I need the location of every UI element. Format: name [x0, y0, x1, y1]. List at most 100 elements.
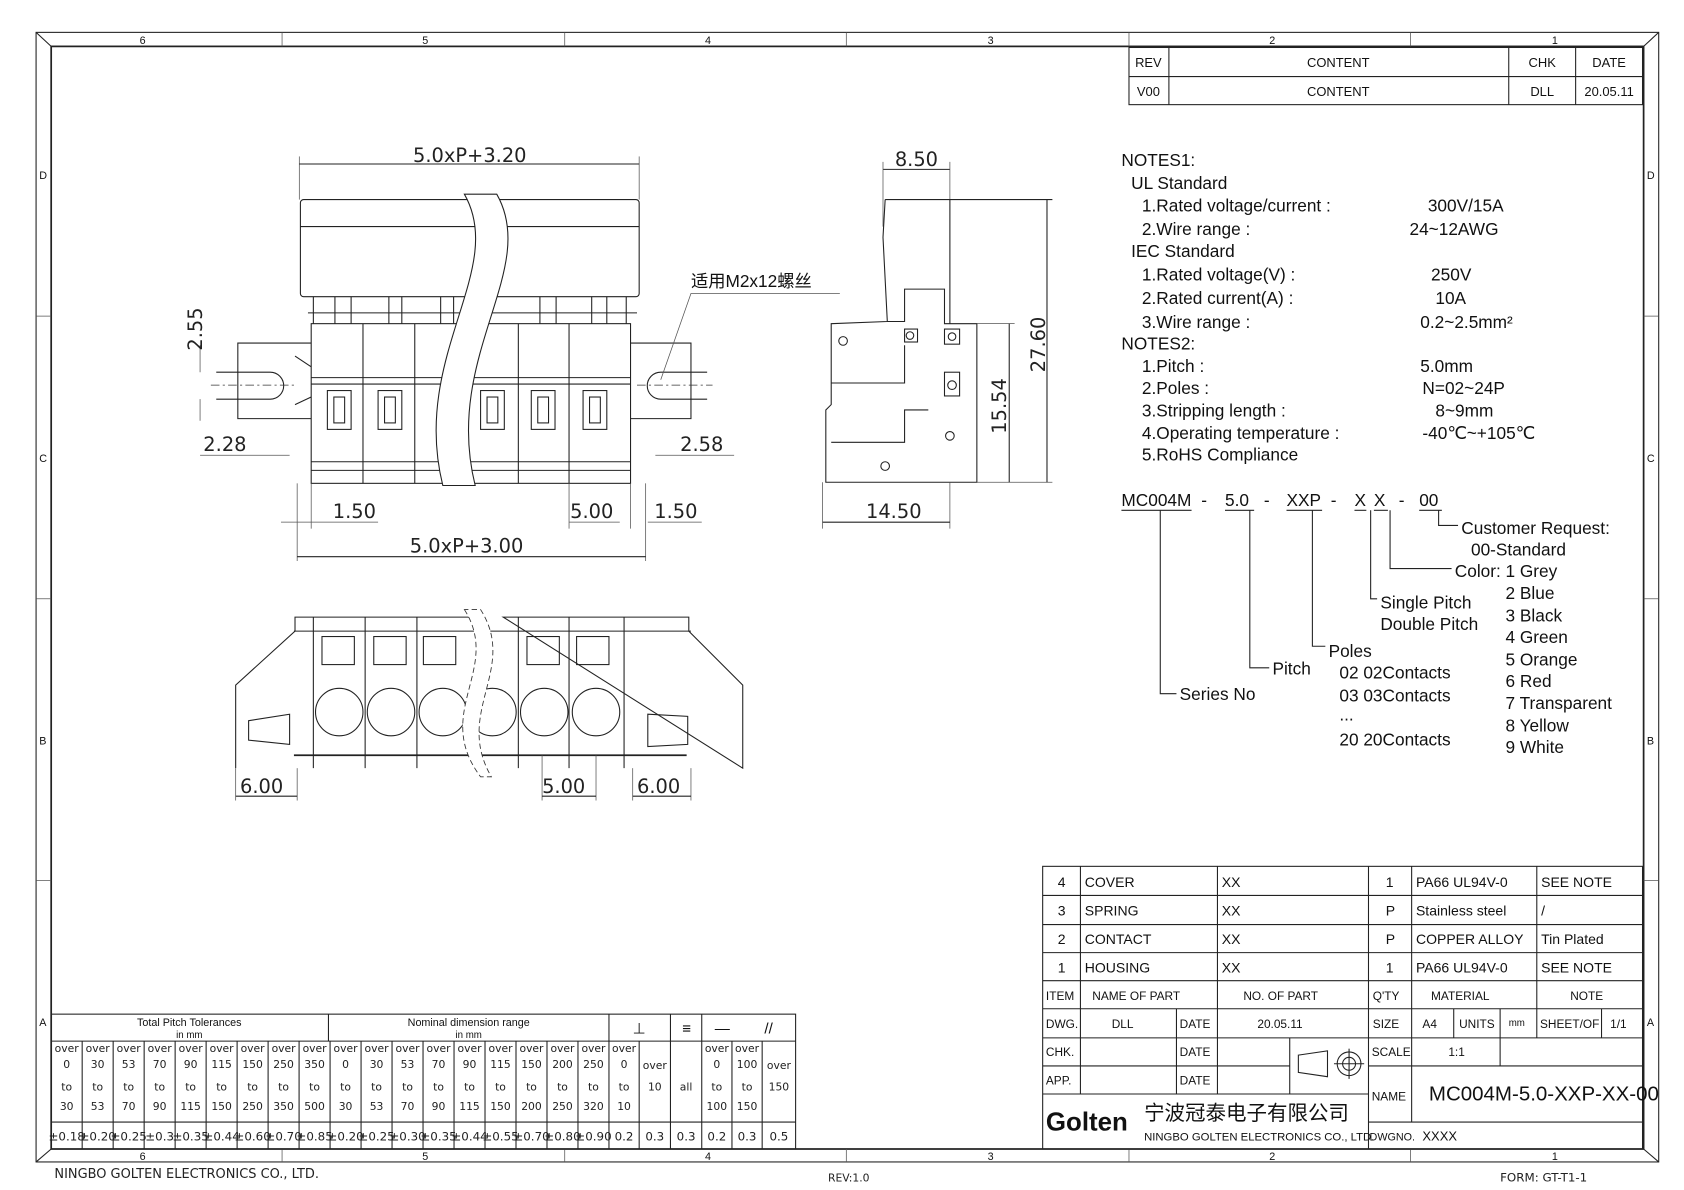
ul-heading: UL Standard: [1131, 173, 1227, 193]
drawing-name: MC004M-5.0-XXP-XX-00: [1429, 1082, 1659, 1105]
tolerance-range-text: all: [680, 1081, 693, 1094]
dim-5-00-bottom: 5.00: [542, 775, 585, 798]
tolerance-range-text: to: [588, 1081, 599, 1094]
flatness-symbol: —: [715, 1021, 731, 1038]
chk-value: DLL: [1530, 84, 1554, 99]
part-code-breakdown: MC004M - 5.0 - XXP - X X - 00 Customer R…: [1121, 490, 1612, 757]
zone-label: B: [1647, 735, 1654, 747]
tolerance-range-text: 30: [370, 1058, 384, 1071]
tolerance-range-text: to: [185, 1081, 196, 1094]
zone-label: A: [1647, 1017, 1655, 1029]
tolerance-range-text: over: [365, 1042, 390, 1055]
notes1-heading: NOTES1:: [1121, 150, 1195, 170]
tolerance-value: 0.3: [677, 1129, 696, 1143]
note-value: 0.2~2.5mm²: [1420, 312, 1513, 332]
note-label: 3.Stripping length :: [1142, 400, 1286, 420]
tolerance-range-text: over: [581, 1042, 606, 1055]
zone-label: D: [1647, 170, 1655, 182]
tolerance-range-text: over: [303, 1042, 328, 1055]
tolerance-value: ±0.30: [389, 1129, 425, 1143]
notes-block: NOTES1: UL Standard 1.Rated voltage/curr…: [1121, 150, 1535, 465]
footer-company: NINGBO GOLTEN ELECTRONICS CO., LTD.: [54, 1167, 319, 1182]
color-option: 4 Green: [1506, 627, 1568, 647]
zone-label: 3: [988, 35, 994, 47]
tolerance-value: ±0.44: [451, 1129, 487, 1143]
item-header: ITEM: [1046, 989, 1074, 1003]
tolerance-range-text: 350: [304, 1058, 325, 1071]
part-note: SEE NOTE: [1541, 960, 1612, 976]
screw-note: 适用M2x12螺丝: [691, 271, 812, 291]
name-label: NAME: [1372, 1089, 1406, 1103]
note-label: 3.Wire range :: [1142, 312, 1250, 332]
tolerance-range-text: 90: [153, 1100, 167, 1113]
part-note: Tin Plated: [1541, 931, 1604, 947]
color-option: 9 White: [1506, 737, 1564, 757]
note-label: 1.Rated voltage(V) :: [1142, 265, 1295, 285]
tolerance-range-text: to: [557, 1081, 568, 1094]
tolerance-range-text: to: [154, 1081, 165, 1094]
tolerance-range-text: over: [272, 1042, 297, 1055]
tolerance-range-text: 10: [617, 1100, 631, 1113]
tolerance-value: 0.3: [645, 1129, 664, 1143]
tolerance-range-text: 90: [432, 1100, 446, 1113]
name-header: NAME OF PART: [1092, 989, 1180, 1003]
tolerance-range-text: to: [216, 1081, 227, 1094]
tolerance-range-text: 150: [737, 1100, 758, 1113]
part-item: 2: [1058, 931, 1066, 947]
dim-bottom-width: 5.0xP+3.00: [410, 534, 524, 557]
zone-label: 2: [1269, 35, 1275, 47]
zone-label: 5: [422, 1151, 428, 1163]
qty-header: Q'TY: [1373, 989, 1400, 1003]
pitch-tolerance-header: Total Pitch Tolerances: [137, 1017, 242, 1029]
part-qty: P: [1386, 902, 1395, 918]
dim-6-00-right: 6.00: [637, 775, 680, 798]
dim-6-00-left: 6.00: [240, 775, 283, 798]
units-value: mm: [1509, 1018, 1525, 1029]
tolerance-range-text: to: [402, 1081, 413, 1094]
tolerance-range-text: over: [735, 1042, 760, 1055]
tolerance-range-text: 30: [60, 1100, 74, 1113]
tolerance-value: ±0.44: [203, 1129, 239, 1143]
scale-label: SCALE: [1372, 1045, 1411, 1059]
color-option: 7 Transparent: [1506, 693, 1613, 713]
tolerance-range-text: over: [458, 1042, 483, 1055]
part-material: COPPER ALLOY: [1416, 931, 1524, 947]
part-name: COVER: [1085, 874, 1135, 890]
tolerance-range-text: 0: [63, 1058, 70, 1071]
tolerance-range-text: 250: [583, 1058, 604, 1071]
customer-request-label: Customer Request:: [1461, 518, 1610, 538]
tolerance-range-text: 53: [91, 1100, 105, 1113]
tolerance-range-text: 53: [122, 1058, 136, 1071]
dim-15-54: 15.54: [988, 378, 1011, 434]
tolerance-value: ±0.18: [49, 1129, 85, 1143]
tolerance-range-text: over: [488, 1042, 513, 1055]
tolerance-range-text: to: [464, 1081, 475, 1094]
sheet-label: SHEET/OF: [1540, 1017, 1599, 1031]
tolerance-range-text: 115: [180, 1100, 201, 1113]
content-header: CONTENT: [1307, 55, 1370, 70]
part-name: CONTACT: [1085, 931, 1152, 947]
dim-5-00: 5.00: [570, 500, 613, 523]
tolerance-value: ±0.35: [172, 1129, 208, 1143]
tolerance-value: ±0.70: [265, 1129, 301, 1143]
dim-top-width: 5.0xP+3.20: [413, 144, 527, 167]
note-label: 1.Pitch :: [1142, 356, 1204, 376]
bottom-view: 6.00 5.00 6.00: [235, 609, 744, 801]
dim-2-55: 2.55: [184, 307, 207, 350]
tolerance-value: ±0.55: [482, 1129, 518, 1143]
dim-2-58: 2.58: [680, 433, 723, 456]
pitch-label: Pitch: [1272, 658, 1310, 678]
color-option: 5 Orange: [1506, 650, 1578, 670]
chk-label: CHK.: [1046, 1045, 1074, 1059]
tolerance-range-text: 350: [273, 1100, 294, 1113]
tolerance-range-text: to: [309, 1081, 320, 1094]
note-value: -40℃~+105℃: [1422, 423, 1535, 443]
symmetry-symbol: ≡: [682, 1021, 691, 1038]
front-view: 5.0xP+3.20: [184, 144, 840, 562]
wire-entry-windows: [326, 390, 608, 430]
tolerance-range-text: 0: [621, 1058, 628, 1071]
tolerance-range-text: 150: [769, 1081, 790, 1094]
code-pitch-type: X: [1354, 490, 1366, 510]
tolerance-range-text: 0: [713, 1058, 720, 1071]
perpendicularity-symbol: ⊥: [633, 1021, 646, 1038]
